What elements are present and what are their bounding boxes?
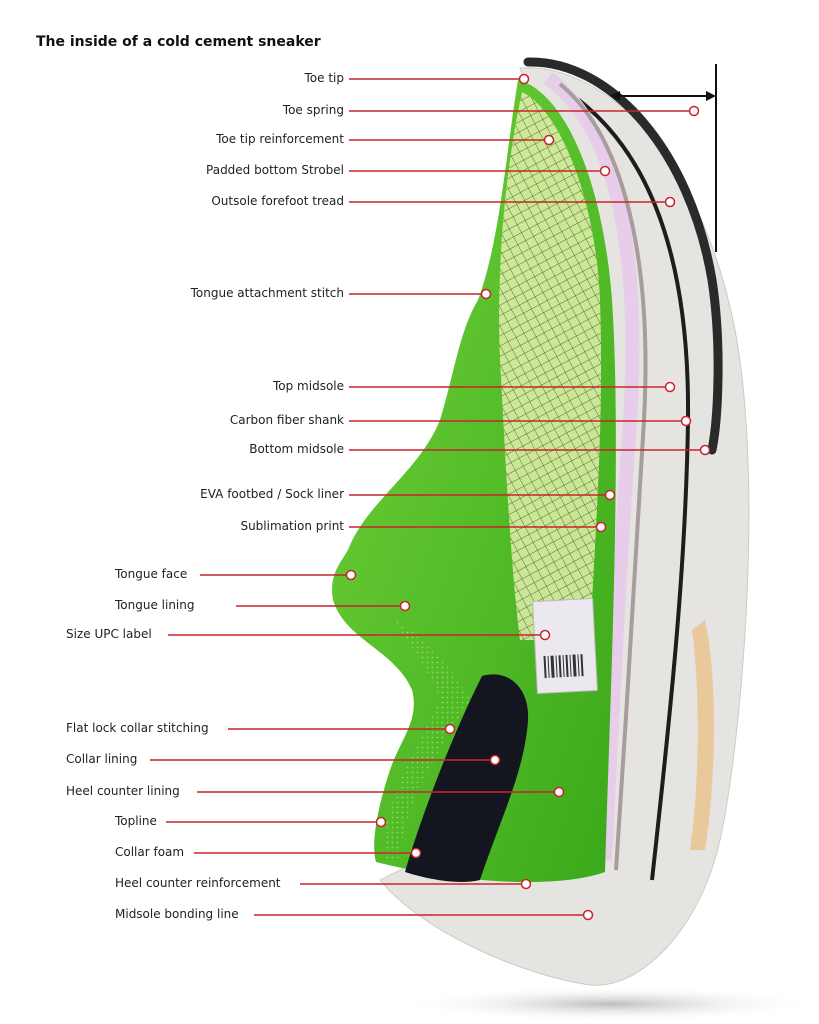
marker-collar-foam (410, 847, 422, 859)
marker-heel-counter-lining (553, 786, 565, 798)
heel-lining-dark (405, 674, 529, 883)
label-toe-tip: Toe tip (304, 71, 345, 85)
label-bottom-midsole: Bottom midsole (249, 442, 344, 456)
marker-heel-counter-reinforcement (520, 878, 532, 890)
label-flat-lock-collar-stitching: Flat lock collar stitching (66, 721, 209, 735)
toe-spring-arrow-head-right (706, 91, 716, 101)
marker-toe-spring (688, 105, 700, 117)
label-tongue-lining: Tongue lining (115, 598, 195, 612)
label-tongue-attachment-stitch: Tongue attachment stitch (190, 286, 344, 300)
marker-outsole-forefoot-tread (664, 196, 676, 208)
marker-collar-lining (489, 754, 501, 766)
marker-padded-bottom-strobel (599, 165, 611, 177)
inner-mesh-grid (499, 92, 602, 640)
label-size-upc-label: Size UPC label (66, 627, 152, 641)
ground-shadow (400, 986, 819, 1022)
marker-tongue-lining (399, 600, 411, 612)
marker-sublimation-print (595, 521, 607, 533)
label-toe-tip-reinforcement: Toe tip reinforcement (216, 132, 344, 146)
marker-top-midsole (664, 381, 676, 393)
marker-toe-tip-reinforcement (543, 134, 555, 146)
marker-eva-footbed (604, 489, 616, 501)
label-collar-foam: Collar foam (115, 845, 185, 859)
size-label-barcode (543, 654, 584, 679)
outsole-band (523, 57, 723, 455)
marker-tongue-attachment-stitch (480, 288, 492, 300)
label-top-midsole: Top midsole (272, 379, 344, 393)
label-heel-counter-reinforcement: Heel counter reinforcement (115, 876, 281, 890)
collar-stitch-band (384, 620, 470, 860)
marker-size-upc-label (539, 629, 551, 641)
marker-bottom-midsole (699, 444, 711, 456)
marker-carbon-fiber-shank (680, 415, 692, 427)
label-tongue-face: Tongue face (115, 567, 188, 581)
marker-tongue-face (345, 569, 357, 581)
size-label-sticker (532, 597, 598, 695)
marker-topline (375, 816, 387, 828)
label-carbon-fiber-shank: Carbon fiber shank (229, 413, 344, 427)
marker-toe-tip (518, 73, 530, 85)
pink-liner (543, 72, 640, 861)
label-sublimation-print: Sublimation print (240, 519, 344, 533)
label-eva-footbed: EVA footbed / Sock liner (200, 487, 344, 501)
label-heel-counter-lining: Heel counter lining (66, 784, 180, 798)
diagram-title: The inside of a cold cement sneaker (36, 34, 321, 50)
toe-spring-arrow-head-left (610, 91, 620, 101)
marker-midsole-bonding-line (582, 909, 594, 921)
marker-flat-lock-collar-stitching (444, 723, 456, 735)
label-padded-bottom-strobel: Padded bottom Strobel (206, 163, 344, 177)
label-topline: Topline (115, 814, 157, 828)
label-midsole-bonding-line: Midsole bonding line (115, 907, 239, 921)
label-toe-spring: Toe spring (282, 103, 344, 117)
label-outsole-forefoot-tread: Outsole forefoot tread (211, 194, 344, 208)
heel-wedge (690, 620, 715, 850)
label-collar-lining: Collar lining (66, 752, 138, 766)
